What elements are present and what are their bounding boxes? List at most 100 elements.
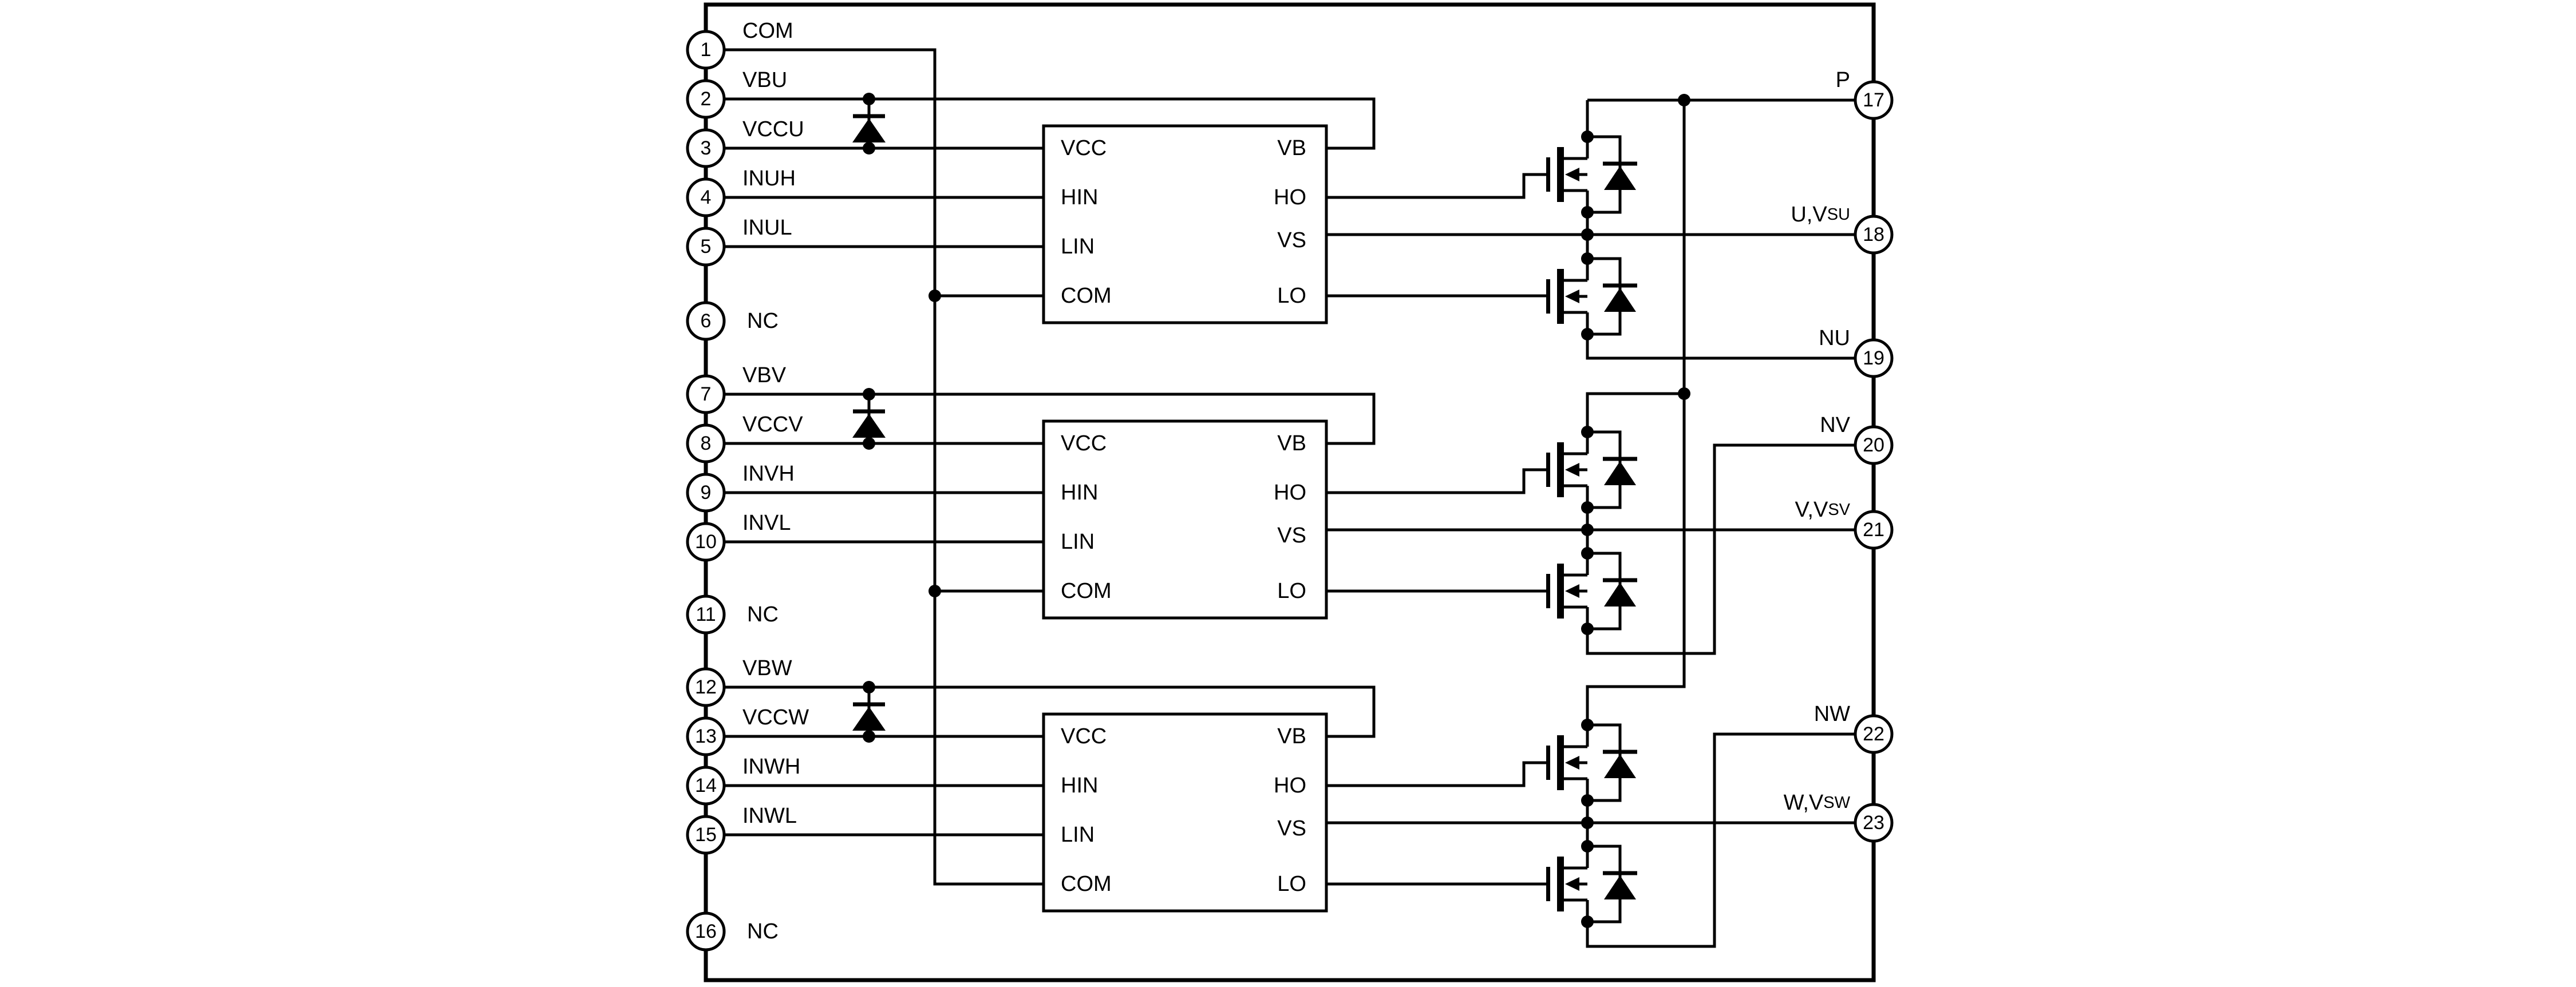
mosfet-w-high (1546, 723, 1637, 802)
mosfet-channel-bar (1557, 442, 1564, 497)
mosfet-gate-bar (1546, 867, 1550, 901)
driver-block-w: VCC HIN LIN COM VB HO VS LO (1042, 712, 1328, 913)
pin-number: 17 (1863, 89, 1884, 111)
mosfet-arrow-icon (1565, 463, 1579, 477)
pin-circle (1854, 425, 1894, 465)
pin-4-inuh: 4 INUH (686, 167, 796, 217)
nv-wire (1586, 443, 1855, 655)
mosfet-u-high (1546, 135, 1637, 214)
junction-dot (1581, 228, 1594, 241)
mosfet-gate-bar (1546, 574, 1550, 608)
mosfet-gate-bar (1546, 279, 1550, 314)
body-diode-triangle-icon (1604, 461, 1636, 485)
pin-number: 20 (1863, 434, 1884, 456)
junction-dot (1678, 94, 1690, 106)
pin-label-main: U,V (1791, 203, 1827, 227)
pin-number: 10 (695, 531, 717, 553)
pin-6-nc: 6 NC (686, 301, 779, 341)
v-drain-feed-wire (1586, 392, 1684, 454)
pin-label: INVH (742, 462, 795, 486)
pin-circle (686, 911, 726, 952)
pin-18-u-vsu: 18 U,VSU (1791, 203, 1894, 255)
mosfet-w-low (1546, 845, 1637, 923)
mosfet-gate-bar (1546, 746, 1550, 780)
driver-block-outline (1042, 712, 1328, 913)
nw-wire (1586, 732, 1855, 948)
wires-left (724, 48, 1376, 886)
vbw-wire (724, 685, 1376, 738)
body-diode-triangle-icon (1604, 875, 1636, 899)
pin-label: INWL (742, 804, 797, 828)
junction-dots (863, 93, 1690, 928)
block-port-label: LIN (1061, 823, 1095, 847)
diode-triangle-icon (852, 414, 886, 438)
pin-number: 18 (1863, 224, 1884, 245)
mosfet-gate-bar (1546, 453, 1550, 487)
pin-label: V,VSV (1795, 498, 1851, 522)
block-port-label: VB (1277, 431, 1306, 455)
driver-block-v: VCC HIN LIN COM VB HO VS LO (1042, 419, 1328, 620)
vbv-wire (724, 393, 1376, 445)
pin-circle (686, 473, 726, 513)
block-port-label: LO (1277, 872, 1306, 896)
mosfet-v-high (1546, 430, 1637, 509)
ho3-wire (1326, 761, 1546, 787)
pin-3-vccu: 3 VCCU (686, 117, 804, 168)
block-port-label: VS (1277, 816, 1306, 841)
pin-label: NC (747, 919, 779, 944)
pin-number: 7 (701, 383, 712, 405)
pin-number: 13 (695, 726, 717, 747)
pin-13-vccw: 13 VCCW (686, 705, 809, 756)
pin-number: 2 (701, 88, 712, 110)
pin-number: 22 (1863, 723, 1884, 745)
pin-number: 1 (701, 39, 712, 61)
pin-label: VCCV (742, 413, 803, 437)
block-port-label: LIN (1061, 530, 1095, 554)
pin-circle (1854, 215, 1894, 255)
pin-7-vbv: 7 VBV (686, 363, 787, 414)
pin-label: INWH (742, 755, 800, 779)
com-bus-wire (724, 48, 1044, 886)
diode-triangle-icon (852, 118, 886, 142)
block-port-label: COM (1061, 579, 1112, 603)
block-port-label: HO (1274, 481, 1306, 505)
junction-dot (863, 142, 875, 154)
junction-dot (1581, 426, 1594, 438)
pin-label: COM (742, 19, 793, 43)
block-port-label: VCC (1061, 724, 1107, 748)
pin-label: U,VSU (1791, 203, 1850, 227)
pin-label: VBU (742, 68, 787, 92)
pin-label-main: V,V (1795, 498, 1828, 522)
pin-label-main: NW (1814, 702, 1850, 726)
junction-dot (1581, 547, 1594, 560)
mosfet-arrow-icon (1565, 168, 1579, 181)
block-port-label: VCC (1061, 136, 1107, 160)
pin-15-inwl: 15 INWL (686, 804, 797, 855)
pin-label: NV (1820, 413, 1850, 437)
p-bus-wire (1586, 100, 1686, 747)
block-port-label: LIN (1061, 235, 1095, 259)
block-port-label: HIN (1061, 774, 1098, 798)
pin-circle (1854, 338, 1894, 378)
pin-23-w-vsw: 23 W,VSW (1784, 791, 1894, 843)
pin-label: NC (747, 602, 779, 627)
pin-circle (1854, 714, 1894, 754)
pin-12-vbw: 12 VBW (686, 656, 792, 707)
pin-number: 4 (701, 187, 712, 208)
junction-dot (929, 290, 941, 302)
block-port-label: VS (1277, 524, 1306, 548)
pin-number: 11 (696, 604, 716, 625)
junction-dot (863, 388, 875, 401)
pin-19-nu: 19 NU (1819, 326, 1894, 378)
pin-label: NC (747, 309, 779, 333)
pin-number: 8 (701, 433, 712, 454)
pin-number: 21 (1863, 519, 1884, 541)
junction-dot (863, 730, 875, 743)
pin-circle (686, 79, 726, 119)
mosfet-channel-bar (1557, 735, 1564, 790)
junction-dot (929, 585, 941, 597)
mosfet-arrow-icon (1565, 290, 1579, 303)
block-port-label: VB (1277, 136, 1306, 160)
pin-label: W,VSW (1784, 791, 1851, 815)
